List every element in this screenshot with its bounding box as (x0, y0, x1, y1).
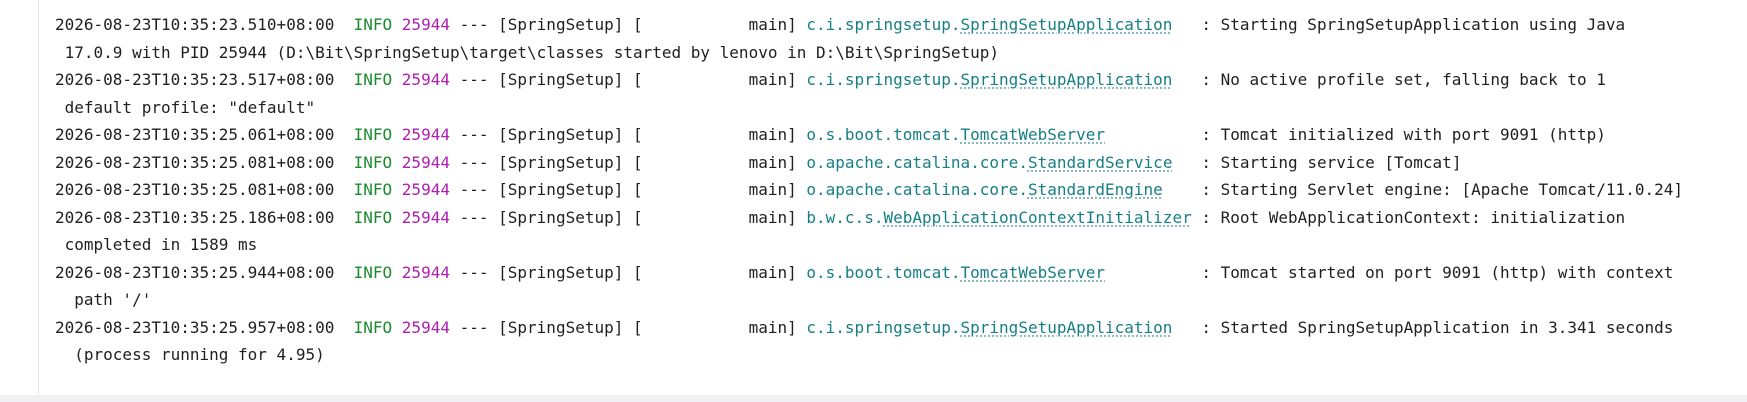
log-padding (1105, 263, 1201, 282)
log-timestamp: 2026-08-23T10:35:25.081+08:00 (55, 180, 335, 199)
log-message: : No active profile set, falling back to… (1201, 70, 1606, 89)
log-logger-class-link[interactable]: SpringSetupApplication (960, 70, 1173, 89)
log-line-continuation: (process running for 4.95) (55, 345, 325, 364)
log-level: INFO (353, 125, 393, 144)
log-message: : Tomcat initialized with port 9091 (htt… (1201, 125, 1606, 144)
log-logger-package: o.s.boot.tomcat. (806, 125, 961, 144)
log-line-continuation: completed in 1589 ms (55, 235, 258, 254)
log-separator: --- (449, 70, 499, 89)
log-line[interactable]: 2026-08-23T10:35:25.957+08:00 INFO 25944… (55, 314, 1747, 342)
log-logger-class-link[interactable]: SpringSetupApplication (960, 317, 1173, 337)
log-thread: [SpringSetup] [ main] (498, 180, 807, 199)
log-logger-class-link[interactable]: TomcatWebServer (960, 125, 1106, 144)
log-line[interactable]: 2026-08-23T10:35:23.510+08:00 INFO 25944… (55, 11, 1747, 39)
log-timestamp: 2026-08-23T10:35:25.061+08:00 (55, 125, 335, 144)
log-message: : Tomcat started on port 9091 (http) wit… (1201, 262, 1674, 282)
log-logger-class-link[interactable]: TomcatWebServer (960, 262, 1106, 282)
log-logger-package: c.i.springsetup. (806, 70, 961, 89)
log-message: : Root WebApplicationContext: initializa… (1201, 207, 1626, 227)
log-pid: 25944 (401, 262, 450, 282)
log-logger-package: o.s.boot.tomcat. (806, 262, 961, 282)
log-level: INFO (353, 15, 393, 34)
log-line[interactable]: 2026-08-23T10:35:23.517+08:00 INFO 25944… (55, 66, 1747, 94)
log-timestamp: 2026-08-23T10:35:23.510+08:00 (55, 15, 335, 34)
log-separator: --- (449, 15, 499, 34)
log-pid: 25944 (401, 207, 450, 227)
log-thread: [SpringSetup] [ main] (498, 152, 807, 172)
log-logger-package: b.w.c.s. (806, 207, 884, 227)
log-pid: 25944 (401, 15, 450, 34)
log-separator: --- (449, 125, 499, 144)
log-logger-class-link[interactable]: StandardEngine (1027, 180, 1163, 199)
log-thread: [SpringSetup] [ main] (498, 262, 807, 282)
log-padding (1105, 125, 1201, 144)
log-message: : Starting SpringSetupApplication using … (1201, 15, 1626, 34)
log-line-continuation: 17.0.9 with PID 25944 (D:\Bit\SpringSetu… (55, 42, 1000, 62)
log-pid: 25944 (401, 152, 450, 172)
log-padding (1163, 180, 1202, 199)
log-padding (1172, 15, 1201, 34)
log-padding (1172, 318, 1201, 337)
log-line[interactable]: 2026-08-23T10:35:25.081+08:00 INFO 25944… (55, 176, 1747, 204)
log-timestamp: 2026-08-23T10:35:25.957+08:00 (55, 317, 335, 337)
log-level: INFO (353, 180, 393, 199)
log-padding (1192, 208, 1202, 227)
log-level: INFO (353, 152, 393, 172)
log-line[interactable]: 2026-08-23T10:35:25.944+08:00 INFO 25944… (55, 259, 1747, 287)
gutter-divider (38, 0, 39, 395)
log-logger-class-link[interactable]: WebApplicationContextInitializer (883, 207, 1192, 227)
log-pid: 25944 (401, 317, 450, 337)
log-padding (1172, 153, 1201, 172)
log-pid: 25944 (401, 125, 450, 144)
log-level: INFO (353, 317, 393, 337)
log-separator: --- (449, 152, 499, 172)
log-thread: [SpringSetup] [ main] (498, 207, 807, 227)
log-logger-package: c.i.springsetup. (806, 317, 961, 337)
log-logger-package: o.apache.catalina.core. (806, 180, 1028, 199)
log-level: INFO (353, 207, 393, 227)
log-logger-class-link[interactable]: SpringSetupApplication (960, 15, 1173, 34)
log-logger-package: c.i.springsetup. (806, 15, 961, 34)
log-message: : Starting Servlet engine: [Apache Tomca… (1201, 180, 1683, 199)
log-padding (1172, 70, 1201, 89)
log-line-continuation: default profile: "default" (55, 97, 316, 117)
log-pid: 25944 (401, 180, 450, 199)
log-separator: --- (449, 207, 499, 227)
log-separator: --- (449, 180, 499, 199)
log-level: INFO (353, 262, 393, 282)
horizontal-scrollbar-track[interactable] (0, 395, 1747, 402)
log-message: : Started SpringSetupApplication in 3.34… (1201, 317, 1674, 337)
log-timestamp: 2026-08-23T10:35:25.944+08:00 (55, 262, 335, 282)
log-timestamp: 2026-08-23T10:35:23.517+08:00 (55, 70, 335, 89)
log-line[interactable]: 2026-08-23T10:35:25.061+08:00 INFO 25944… (55, 121, 1747, 149)
log-thread: [SpringSetup] [ main] (498, 70, 807, 89)
log-line-continuation: path '/' (55, 290, 152, 309)
log-line[interactable]: 2026-08-23T10:35:25.081+08:00 INFO 25944… (55, 149, 1747, 177)
log-logger-class-link[interactable]: StandardService (1027, 152, 1173, 172)
log-timestamp: 2026-08-23T10:35:25.081+08:00 (55, 152, 335, 172)
log-separator: --- (449, 262, 499, 282)
log-logger-package: o.apache.catalina.core. (806, 152, 1028, 172)
log-message: : Starting service [Tomcat] (1201, 152, 1462, 172)
run-console-output[interactable]: 2026-08-23T10:35:23.510+08:00 INFO 25944… (55, 11, 1747, 369)
log-line[interactable]: 2026-08-23T10:35:25.186+08:00 INFO 25944… (55, 204, 1747, 232)
log-level: INFO (353, 70, 393, 89)
log-thread: [SpringSetup] [ main] (498, 125, 807, 144)
log-separator: --- (449, 317, 499, 337)
log-thread: [SpringSetup] [ main] (498, 317, 807, 337)
log-timestamp: 2026-08-23T10:35:25.186+08:00 (55, 207, 335, 227)
log-thread: [SpringSetup] [ main] (498, 15, 807, 34)
log-pid: 25944 (401, 70, 450, 89)
